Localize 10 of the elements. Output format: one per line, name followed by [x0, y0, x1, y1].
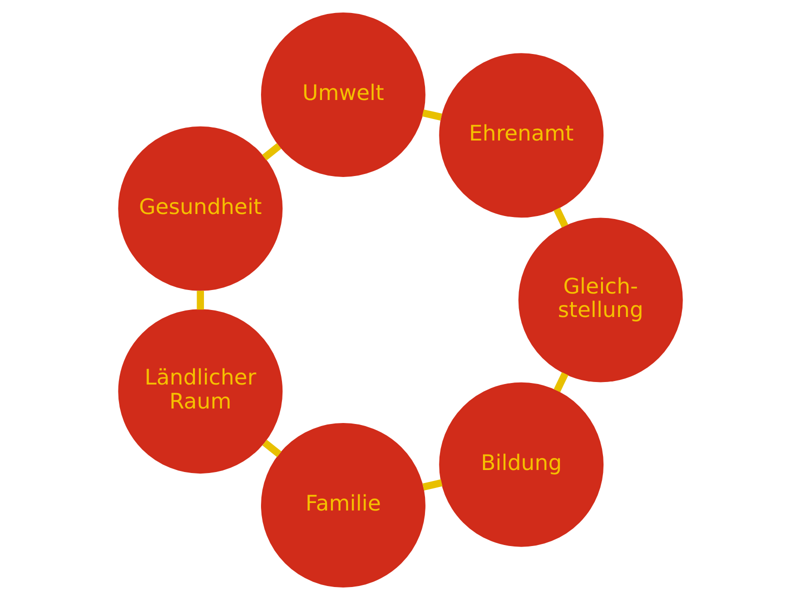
connector	[553, 372, 568, 392]
node-circle: Bildung	[438, 382, 604, 547]
connector	[196, 290, 204, 310]
connector	[422, 479, 442, 490]
connector	[553, 207, 568, 228]
node-circle: Ehrenamt	[438, 53, 604, 218]
connector	[262, 143, 281, 160]
connector	[422, 109, 442, 121]
connector	[262, 440, 282, 458]
node-circle: Gleich- stellung	[518, 218, 682, 382]
